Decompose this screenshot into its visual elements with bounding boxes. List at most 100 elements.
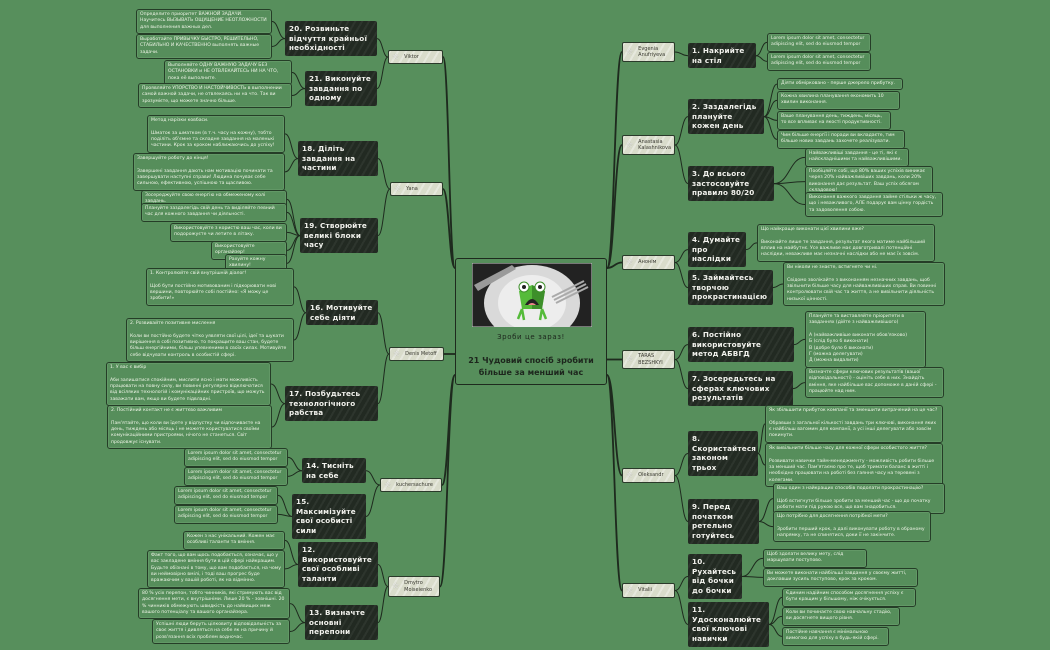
- connector-line: [763, 83, 778, 118]
- note[interactable]: Діяти обмірковано - перше джерело прибут…: [777, 78, 903, 91]
- note[interactable]: 2. Розвивайте позитивне мислення Коли ви…: [126, 318, 294, 362]
- note[interactable]: Lorem ipsum dolor sit amet, consectetur …: [174, 505, 278, 524]
- star-icon: ☆: [392, 581, 400, 591]
- topic-17[interactable]: 17. Позбудьтесь технологічного рабства: [285, 386, 378, 422]
- note[interactable]: Проявляйте УПОРСТВО И НАСТОЙЧИВОСТЬ в вы…: [138, 83, 292, 108]
- connector-line: [755, 55, 768, 62]
- author-node-oleksandr[interactable]: ☆Oleksandr: [622, 468, 675, 483]
- topic-1[interactable]: 1. Накрийте на стіл: [688, 43, 756, 69]
- note[interactable]: Факт того, що вам щось подобається, озна…: [147, 550, 285, 588]
- topic-16[interactable]: 16. Мотивуйте себе діяти: [306, 300, 378, 326]
- author-node-vitalii[interactable]: ☆ Vitalii: [622, 583, 675, 598]
- topic-20[interactable]: 20. Розвиньте відчуття крайньої необхідн…: [285, 21, 377, 57]
- note[interactable]: Визначте сфери ключових результатів (ваш…: [805, 367, 944, 399]
- author-node-kuchersachure[interactable]: ☆kuchersachure: [380, 478, 442, 492]
- author-node-taras[interactable]: ☆TARAS BEZSHKYI: [622, 350, 675, 369]
- connector-line: [606, 374, 623, 477]
- note[interactable]: Lorem ipsum dolor sit amet, consectetur …: [174, 486, 278, 505]
- topic-5[interactable]: 5. Займайтесь творчою прокрастинацією: [688, 270, 773, 306]
- author-node-evgenia[interactable]: ☆Evgenia Anufriyeva: [622, 42, 675, 62]
- author-node-viktor[interactable]: ☆Viktor: [388, 50, 443, 64]
- note[interactable]: Ви можете виконати найбільші завдання у …: [763, 568, 918, 587]
- connector-line: [377, 188, 391, 237]
- topic-21[interactable]: 21. Виконуйте завдання по одному: [305, 71, 377, 107]
- author-node-dmytro[interactable]: ☆Dmytro Moiseienko: [388, 576, 440, 597]
- author-node-anastasia[interactable]: ☆Anastasia Kalashnikova: [622, 135, 675, 155]
- topic-10[interactable]: 10. Рухайтесь від бочки до бочки: [688, 554, 742, 599]
- topic-12[interactable]: 12. Використовуйте свої особливі таланти: [298, 542, 378, 587]
- note[interactable]: Lorem ipsum dolor sit amet, consectetur …: [767, 52, 871, 71]
- connector-line: [763, 116, 778, 121]
- note[interactable]: Плануйте заздалегідь свій день та виділя…: [141, 203, 287, 222]
- topic-18[interactable]: 18. Діліть завдання на частини: [298, 141, 378, 177]
- topic-15[interactable]: 15. Максимізуйте свої особисті сили: [292, 494, 366, 539]
- topic-14[interactable]: 14. Тисніть на себе: [302, 458, 366, 484]
- connector-line: [286, 231, 301, 237]
- connector-line: [674, 475, 689, 522]
- note[interactable]: Що потрібно для досягнення потрібної мет…: [773, 511, 931, 543]
- connector-line: [271, 38, 286, 47]
- note[interactable]: Определите приоритет ВАЖНОЙ ЗАДАЧИ. Науч…: [136, 9, 272, 34]
- topic-8[interactable]: 8. Скористайтеся законом трьох: [688, 431, 758, 476]
- note[interactable]: Як збільшити прибуток компанії та зменши…: [765, 405, 943, 443]
- connector-line: [287, 470, 303, 477]
- note[interactable]: Єдиним надійним способом досягнення успі…: [782, 588, 916, 607]
- note[interactable]: Що найкраще виконати цієї хвилини вже? В…: [757, 224, 935, 262]
- note[interactable]: Успішні люди беруть цілковиту відповідал…: [152, 619, 290, 644]
- central-topic[interactable]: Зроби це зараз! 21 Чудовий спосіб зробит…: [455, 258, 607, 385]
- note[interactable]: Выработайте ПРИВЫЧКУ БЫСТРО, РЕШИТЕЛЬНО,…: [136, 34, 272, 59]
- note[interactable]: Плануйте та виставляйте пріоритети в зав…: [805, 311, 926, 368]
- note[interactable]: Використовуйте з користю ваш час, коли в…: [170, 223, 287, 242]
- note[interactable]: 80 % усіх перепон, тобто чинників, які с…: [138, 588, 290, 620]
- star-icon: ☆: [626, 585, 634, 595]
- author-node-anonymous[interactable]: ☆Анонім: [622, 255, 675, 270]
- note[interactable]: Виконання важкого завдання займе стільки…: [805, 192, 943, 217]
- topic-19[interactable]: 19. Створюйте великі блоки часу: [300, 218, 378, 254]
- note[interactable]: Щоб здолати велику мету, слід маршувати …: [763, 549, 867, 568]
- connector-line: [442, 56, 456, 269]
- note[interactable]: Постійне навчання є мінімальною вимогою …: [782, 627, 889, 646]
- note[interactable]: Коли ви починаєте свою навчальну стадію,…: [782, 607, 900, 626]
- note[interactable]: 2. Постійний контакт не є життєво важлив…: [107, 405, 272, 449]
- topic-13[interactable]: 13. Визначте основні перепони: [305, 605, 378, 641]
- topic-6[interactable]: 6. Постійно використовуйте метод АБВГД: [688, 327, 794, 363]
- note[interactable]: Ваше планування день, тиждень, місяць, т…: [777, 111, 891, 130]
- author-node-denis[interactable]: ☆Denis Metoff: [389, 347, 444, 361]
- note[interactable]: Завершуйте роботу до кінця! Завершені за…: [133, 153, 285, 191]
- author-node-yana[interactable]: ☆Yana: [390, 182, 443, 196]
- note[interactable]: Lorem ipsum dolor sit amet, consectetur …: [184, 448, 288, 467]
- star-icon: ☆: [626, 139, 634, 149]
- note[interactable]: Кожен з нас унікальний. Кожен має особли…: [183, 531, 285, 550]
- note[interactable]: Ви ніколи не знаєте, встигнете чи ні. Св…: [783, 262, 945, 306]
- connector-line: [377, 312, 390, 355]
- note[interactable]: Найважливіші завдання - це ті, які є най…: [805, 148, 909, 167]
- connector-line: [284, 539, 299, 565]
- topic-9[interactable]: 9. Перед початком ретельно готуйтесь: [688, 499, 759, 544]
- note[interactable]: Выполняйте ОДНУ ВАЖНУЮ ЗАДАЧУ БЕЗ ОСТАНО…: [164, 60, 292, 85]
- author-name: Yana: [406, 185, 418, 192]
- star-icon: ☆: [626, 257, 634, 267]
- note[interactable]: Як вивільнити більше часу для кожної сфе…: [765, 443, 943, 487]
- author-name: Vitalii: [638, 587, 653, 594]
- connector-line: [763, 116, 778, 140]
- connector-line: [284, 133, 299, 160]
- note[interactable]: Lorem ipsum dolor sit amet, consectetur …: [767, 33, 871, 52]
- note[interactable]: Ваш один з найкращих способів подолати п…: [773, 483, 945, 515]
- note[interactable]: 1. У вас є вибір Аби залишатися спокійни…: [106, 362, 271, 406]
- topic-11[interactable]: 11. Удосконалюйте свої ключові навички: [688, 602, 769, 647]
- frog-on-plate-icon: [472, 263, 592, 327]
- connector-line: [271, 20, 286, 40]
- connector-line: [271, 403, 286, 428]
- note[interactable]: Чим більше енергії і поради ви вкладаєте…: [777, 130, 905, 149]
- connector-line: [277, 513, 293, 517]
- connector-line: [741, 575, 764, 578]
- topic-7[interactable]: 7. Зосередьтесь на сферах ключових резул…: [688, 371, 793, 407]
- topic-3[interactable]: 3. До всього застосовуйте правило 80/20: [688, 166, 774, 202]
- note[interactable]: Кожна хвилина планування економить 10 хв…: [777, 91, 900, 110]
- note[interactable]: Метод нарізки ковбаси. Шматок за шматком…: [147, 115, 285, 153]
- topic-2[interactable]: 2. Заздалегідь плануйте кожен день: [688, 99, 764, 135]
- topic-4[interactable]: 4. Думайте про наслідки: [688, 232, 746, 268]
- note[interactable]: Lorem ipsum dolor sit amet, consectetur …: [184, 467, 288, 486]
- author-name: Evgenia Anufriyeva: [638, 45, 666, 59]
- note[interactable]: 1. Контролюйте свій внутрішній діалог! Щ…: [146, 268, 294, 306]
